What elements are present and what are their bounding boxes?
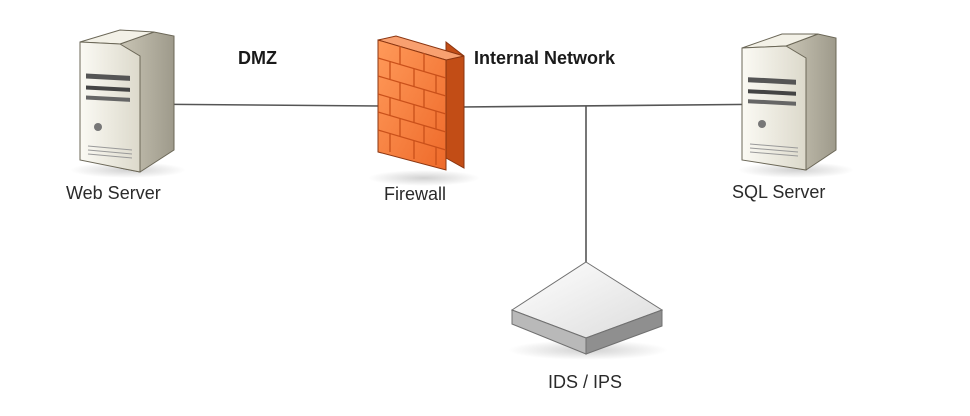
web-server-icon[interactable] <box>70 29 186 178</box>
web-server-label: Web Server <box>66 183 161 203</box>
sql-server-label: SQL Server <box>732 182 825 202</box>
firewall-label: Firewall <box>384 184 446 204</box>
ids-ips-icon[interactable] <box>508 261 668 360</box>
link-firewall-to-sql <box>459 103 793 108</box>
internal-network-zone-label: Internal Network <box>474 48 616 68</box>
firewall-icon[interactable] <box>368 35 480 186</box>
dmz-zone-label: DMZ <box>238 48 277 68</box>
ids-ips-label: IDS / IPS <box>548 372 622 392</box>
sql-server-icon[interactable] <box>738 33 854 178</box>
